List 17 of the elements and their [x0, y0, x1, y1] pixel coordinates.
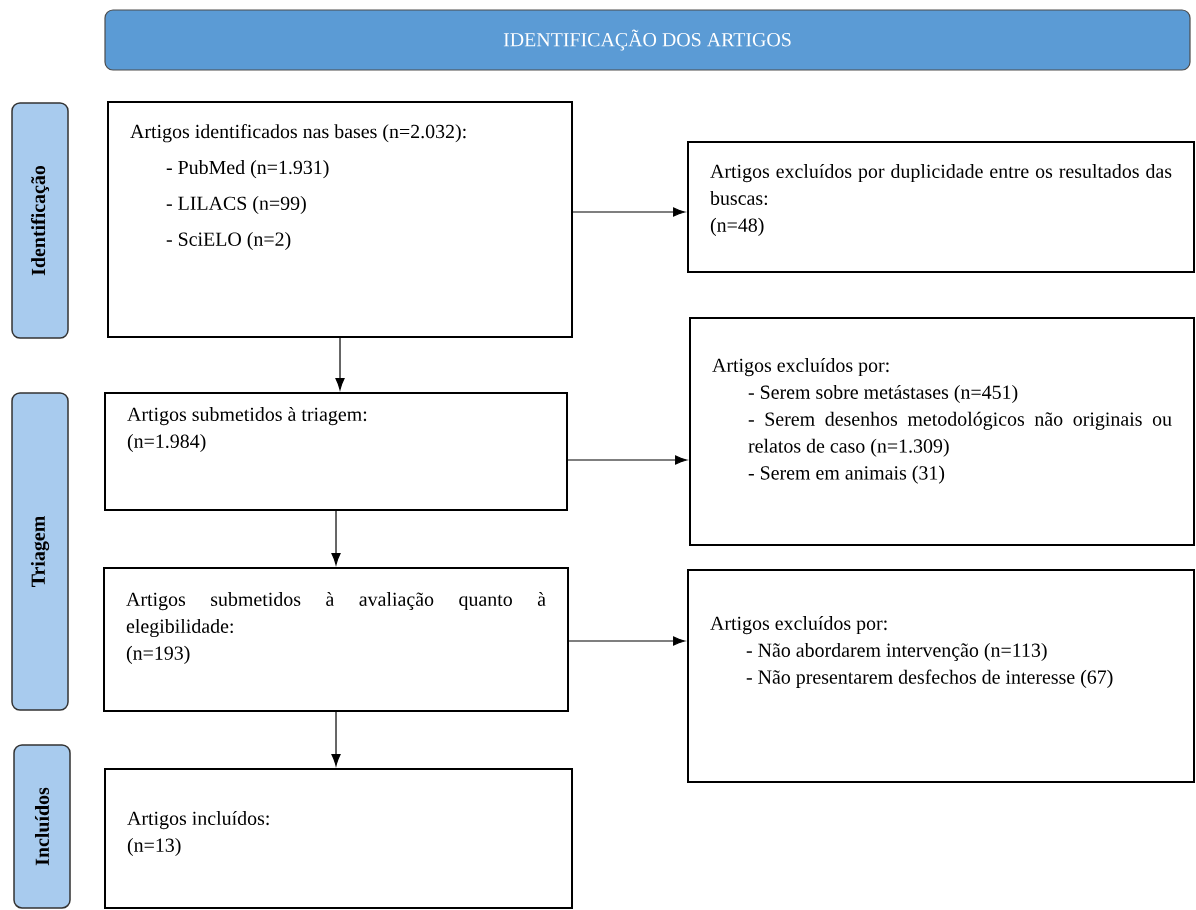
arrow — [331, 510, 341, 565]
arrow — [568, 636, 685, 646]
stage-label: Incluídos — [13, 744, 71, 909]
process-box: Artigos excluídos por: - Não abordarem intervenção (n=113) - Não presentarem desfechos de interesse (67) — [687, 569, 1195, 783]
stage-label: Identificação — [11, 102, 69, 339]
stage-label: Triagem — [11, 392, 69, 711]
process-box: Artigos incluídos: (n=13) — [104, 768, 573, 909]
process-box: Artigos submetidos à avaliação quanto à elegibilidade: (n=193) — [103, 567, 569, 712]
arrow — [335, 337, 345, 390]
process-box: Artigos submetidos à triagem: (n=1.984) — [104, 392, 568, 511]
arrow — [567, 455, 687, 465]
arrow — [331, 711, 341, 766]
title-banner: IDENTIFICAÇÃO DOS ARTIGOS — [104, 9, 1191, 71]
process-box: Artigos identificados nas bases (n=2.032): - PubMed (n=1.931) - LILACS (n=99) - SciELO (n=2) — [107, 101, 573, 338]
arrow — [572, 207, 685, 217]
process-box: Artigos excluídos por duplicidade entre os resultados das buscas: (n=48) — [687, 141, 1195, 273]
process-box: Artigos excluídos por: - Serem sobre metástases (n=451) - Serem desenhos metodológicos não originais ou relatos de caso (n=1.309) - Serem em animais (31) — [689, 317, 1195, 546]
